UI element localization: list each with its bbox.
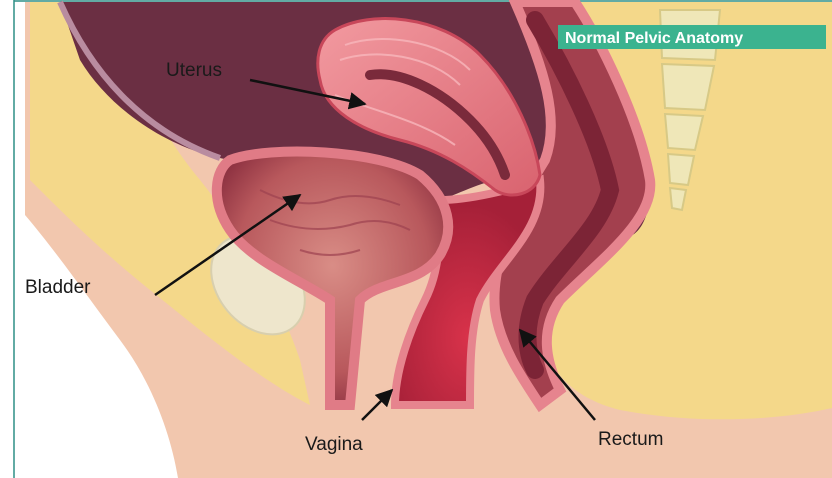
bladder-label: Bladder bbox=[25, 277, 91, 298]
uterus-label: Uterus bbox=[166, 60, 222, 81]
vagina-label: Vagina bbox=[305, 434, 363, 455]
rectum-label: Rectum bbox=[598, 429, 663, 450]
diagram-title: Normal Pelvic Anatomy bbox=[565, 30, 743, 47]
